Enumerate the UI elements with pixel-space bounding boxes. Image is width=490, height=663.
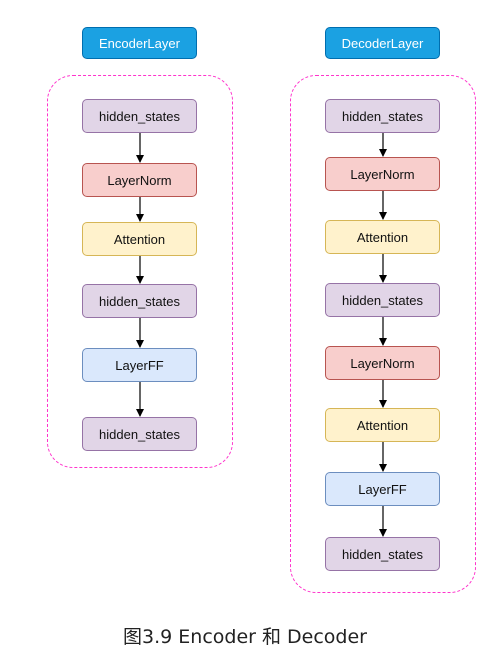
encoder-layer-title: EncoderLayer [82,27,197,59]
decoder-node-hidden-states-2: hidden_states [325,283,440,317]
encoder-node-layerff: LayerFF [82,348,197,382]
figure-caption: 图3.9 Encoder 和 Decoder [123,626,367,648]
encoder-node-hidden-states-2: hidden_states [82,284,197,318]
encoder-node-attention: Attention [82,222,197,256]
decoder-layer-title: DecoderLayer [325,27,440,59]
decoder-node-attention-1: Attention [325,220,440,254]
decoder-node-layernorm-1: LayerNorm [325,157,440,191]
decoder-node-layerff: LayerFF [325,472,440,506]
decoder-node-layernorm-2: LayerNorm [325,346,440,380]
decoder-group [290,75,476,593]
encoder-node-hidden-states-1: hidden_states [82,99,197,133]
decoder-node-hidden-states-3: hidden_states [325,537,440,571]
encoder-node-hidden-states-3: hidden_states [82,417,197,451]
encoder-node-layernorm: LayerNorm [82,163,197,197]
encoder-group [47,75,233,468]
decoder-node-attention-2: Attention [325,408,440,442]
decoder-node-hidden-states-1: hidden_states [325,99,440,133]
